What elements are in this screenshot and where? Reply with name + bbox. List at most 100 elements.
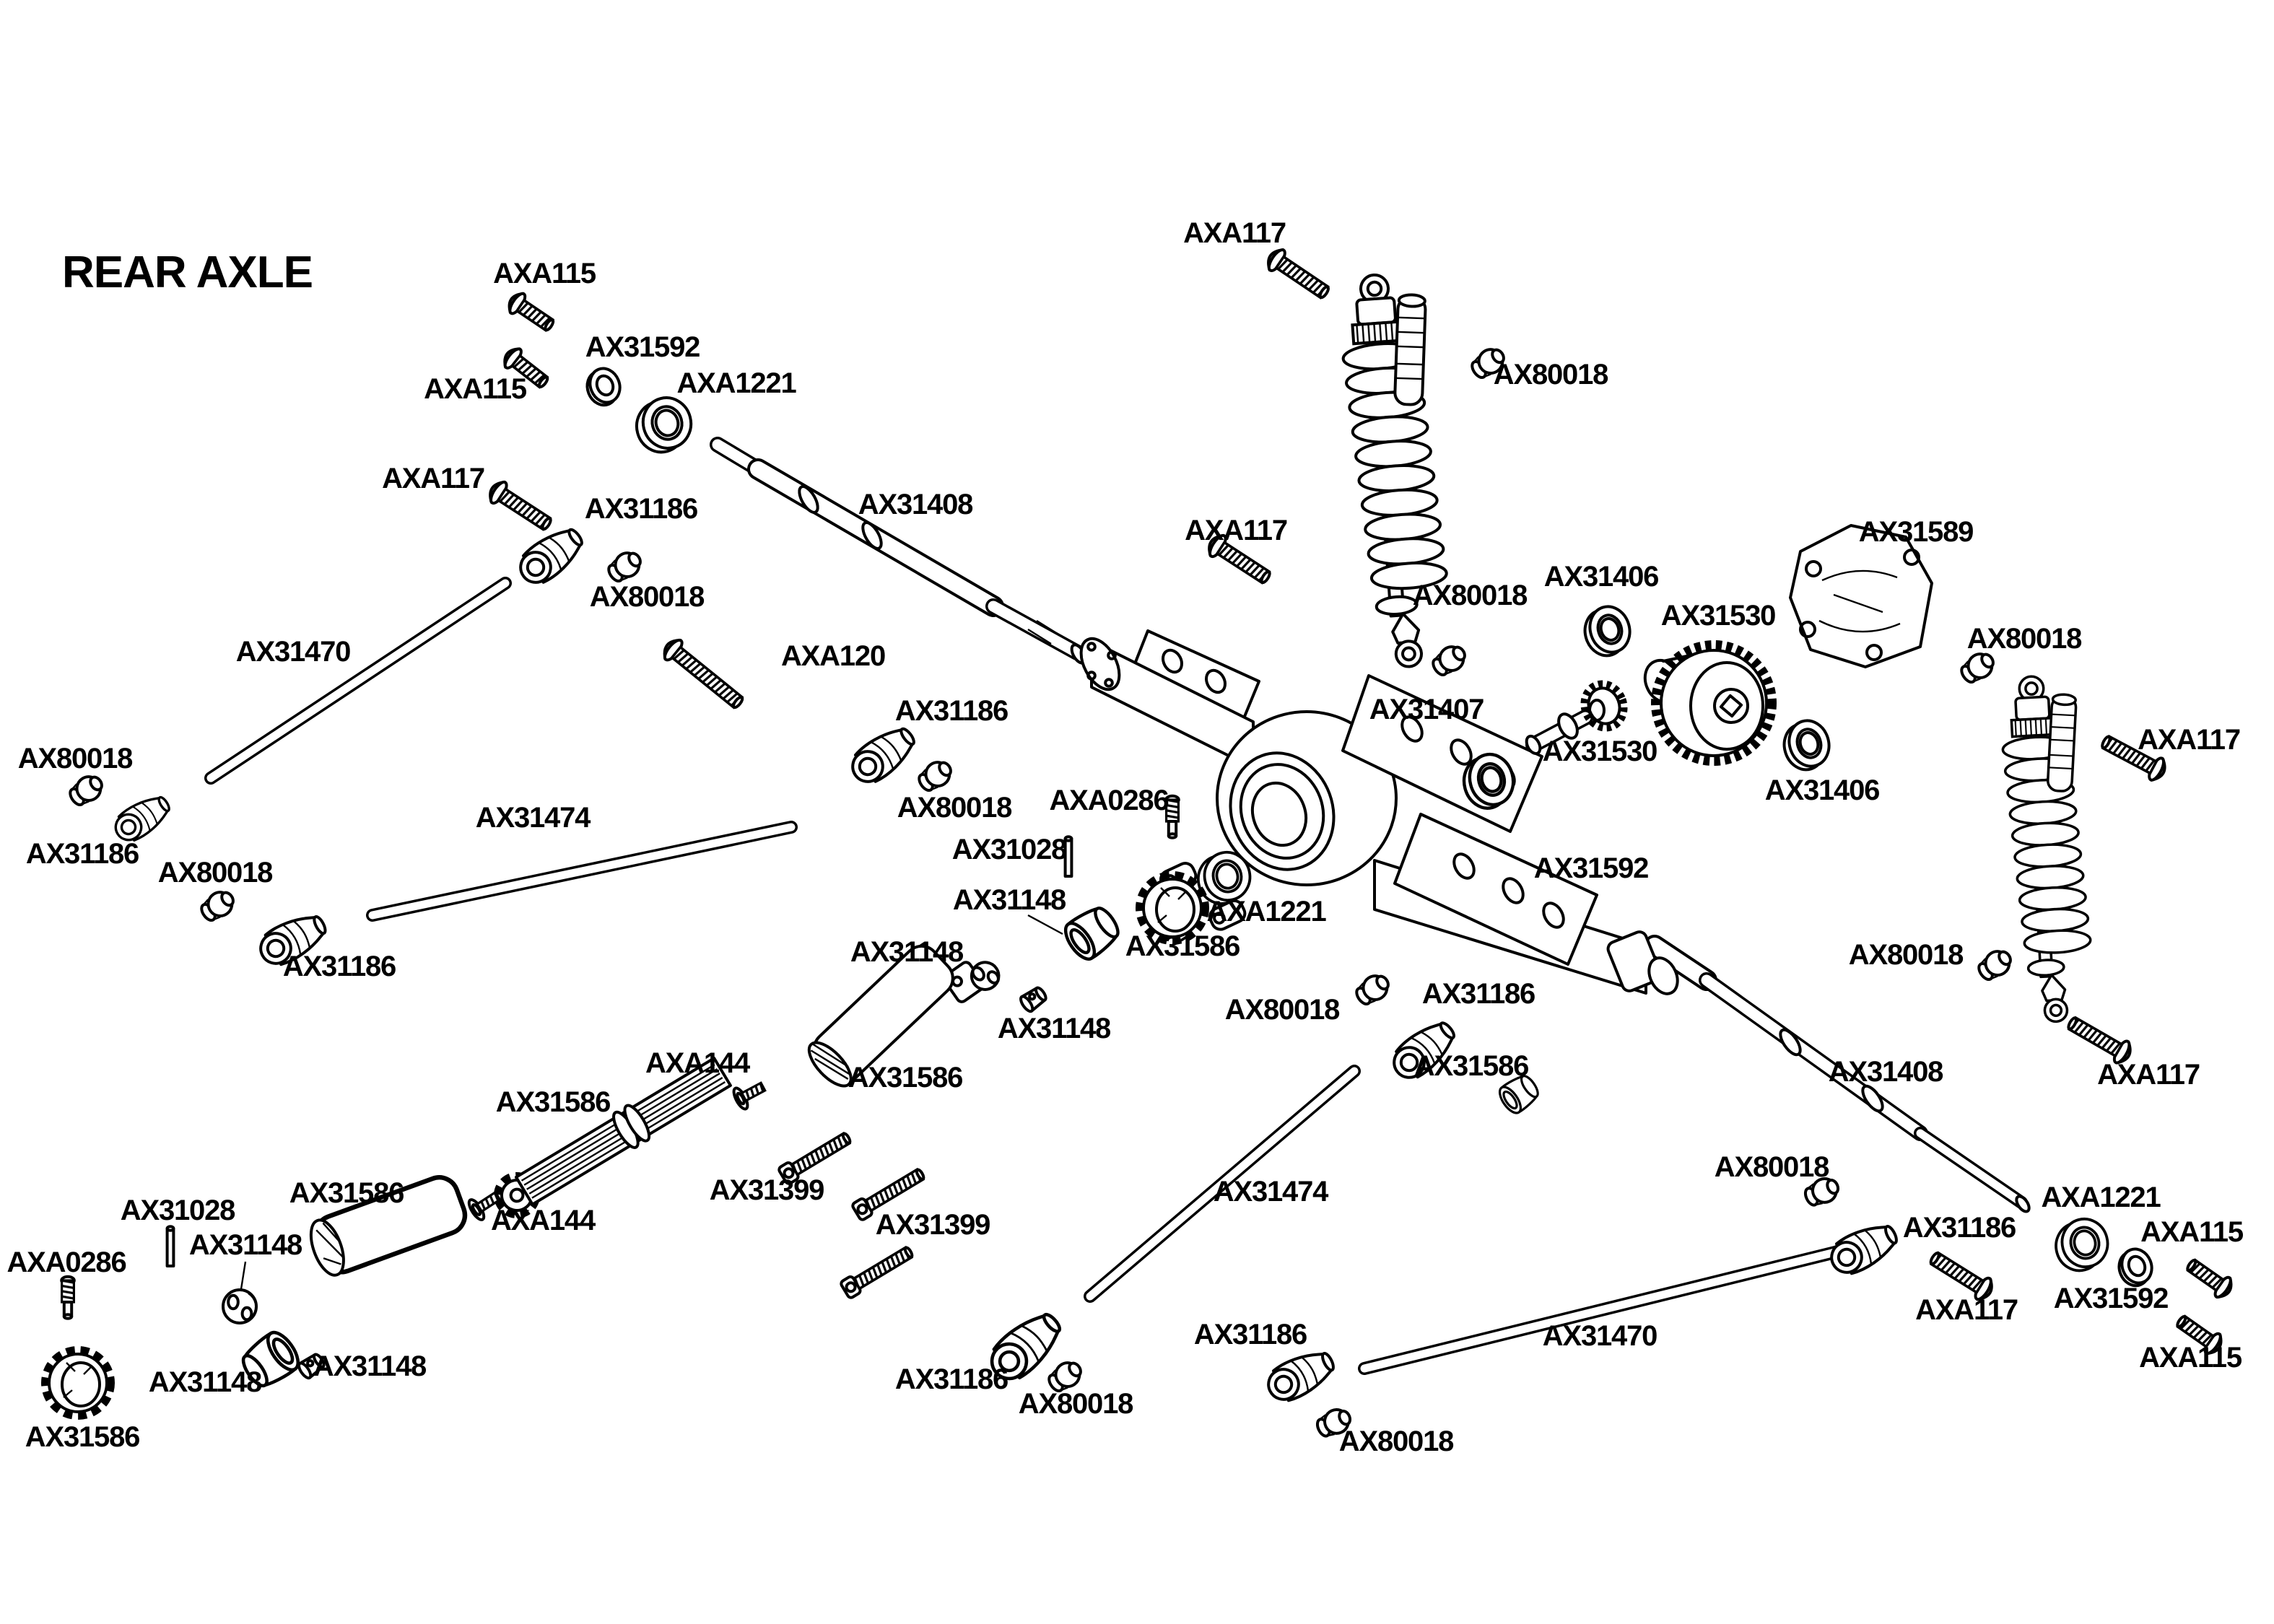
part-label: AX80018	[18, 743, 133, 774]
pin-bottom-left	[165, 1225, 175, 1267]
part-label: AX31474	[476, 802, 591, 834]
part-label: AXA144	[645, 1047, 751, 1079]
part-label: AXA1221	[1206, 896, 1326, 927]
part-label: AX31148	[953, 884, 1066, 916]
part-label: AXA117	[1183, 217, 1286, 249]
part-label: AX80018	[1494, 359, 1608, 390]
part-label: AX31148	[189, 1229, 302, 1261]
rod-end-bottom-mid-2	[1260, 1343, 1341, 1409]
part-label: AX31474	[1214, 1176, 1329, 1208]
upper-link-rod-left	[204, 577, 512, 785]
screw-axa144-1	[731, 1076, 769, 1111]
part-label: AX31399	[710, 1174, 824, 1206]
ring-gear-ax31530	[1643, 640, 1777, 766]
part-label: AXA120	[781, 640, 885, 672]
bearing-axa1221-right	[2049, 1212, 2115, 1278]
part-label: AX31530	[1543, 735, 1657, 767]
screw-axa115-3	[2181, 1252, 2237, 1303]
part-label: AXA115	[2140, 1216, 2244, 1248]
part-label: AX31406	[1765, 774, 1879, 806]
bushing-center	[1017, 983, 1050, 1015]
bearing-ax31406-bottom	[1776, 714, 1837, 777]
part-label: AX80018	[1019, 1388, 1133, 1420]
screw-axa117-top	[1262, 244, 1335, 305]
slider-tube-center	[807, 944, 954, 1088]
part-label: AXA115	[424, 373, 527, 405]
part-label: AX80018	[158, 857, 273, 889]
lower-link-rod-right	[1084, 1065, 1361, 1303]
part-label: AX80018	[897, 792, 1012, 824]
leader-line	[240, 1261, 247, 1290]
part-label: AXA115	[493, 258, 596, 289]
pivot-ball-upper-left	[603, 546, 648, 588]
part-label: AX80018	[590, 581, 705, 613]
screw-ax31399-3	[838, 1241, 918, 1301]
part-label: AX31592	[1534, 852, 1648, 884]
part-label: AX31028	[952, 834, 1067, 865]
screw-axa117-upper-left	[484, 476, 557, 537]
pivot-ball-left-edge	[64, 769, 109, 811]
screw-axa115-1	[503, 288, 559, 338]
bearing-axa1221-left	[629, 390, 699, 459]
page-title: REAR AXLE	[62, 248, 313, 297]
part-label: AXA117	[2138, 724, 2240, 756]
part-label: AX80018	[1715, 1151, 1829, 1183]
part-label: AXA0286	[6, 1247, 126, 1278]
part-label: AX80018	[1849, 939, 1964, 971]
part-label: AX80018	[1225, 994, 1340, 1026]
part-label: AX31586	[25, 1421, 139, 1453]
uj-ball-bottom-left	[222, 1288, 258, 1324]
labels-layer: AXA115AX31592AXA1221AXA115AXA117AX31186A…	[6, 217, 2244, 1457]
part-label: AX31186	[1903, 1212, 2016, 1244]
part-label: AX31186	[1422, 978, 1535, 1010]
part-label: AX31148	[149, 1366, 262, 1398]
pinion-gear-ax31530	[1525, 680, 1628, 756]
shock-absorber-right	[1998, 673, 2096, 1025]
part-label: AX31592	[2054, 1283, 2168, 1314]
pivot-ball-shock-bottom	[1427, 639, 1472, 681]
part-label: AXA117	[382, 463, 484, 494]
part-label: AX31589	[1859, 516, 1973, 548]
driveshaft-right	[1644, 935, 2031, 1213]
part-label: AX31470	[1543, 1320, 1657, 1352]
part-label: AX31586	[496, 1086, 610, 1118]
part-label: AX31148	[850, 936, 964, 968]
part-label: AX80018	[1339, 1426, 1454, 1457]
pivot-ball-center	[913, 755, 958, 797]
part-label: AX31408	[858, 489, 973, 520]
part-label: AXA117	[1915, 1294, 2018, 1326]
leader-line	[1027, 914, 1063, 935]
part-label: AX31586	[848, 1062, 962, 1093]
lockout-tube-bottom-left	[309, 1175, 468, 1277]
part-label: AXA1221	[2041, 1182, 2161, 1213]
rod-end-upper-left	[511, 519, 591, 593]
diff-cover-ax31589	[1789, 524, 1933, 668]
part-label: AX31186	[585, 493, 697, 525]
driveshaft-left	[710, 437, 1087, 665]
part-label: AX31406	[1544, 561, 1658, 593]
lockout-ring-bottom-left	[45, 1350, 111, 1416]
washer-ax31592-left	[580, 362, 627, 411]
drive-cup-center	[1060, 902, 1124, 964]
pivot-ball-right-shock-bottom	[1973, 944, 2018, 986]
rod-end-center	[843, 718, 923, 792]
part-label: AX80018	[1967, 623, 2082, 655]
part-label: AXA117	[1185, 515, 1287, 546]
part-label: AX31408	[1829, 1056, 1943, 1088]
part-label: AX80018	[1413, 580, 1528, 611]
pivot-ball-left-2	[196, 885, 240, 927]
part-label: AX31586	[1414, 1050, 1528, 1082]
part-label: AXA115	[2139, 1342, 2242, 1374]
screw-axa120	[658, 634, 749, 715]
part-label: AX31186	[895, 695, 1008, 727]
part-label: AXA1221	[676, 367, 796, 399]
part-label: AX31186	[895, 1363, 1008, 1395]
part-label: AX31407	[1369, 694, 1484, 725]
upper-link-rod-right	[1358, 1244, 1850, 1375]
lower-link-rod-left	[366, 821, 798, 922]
part-label: AXA117	[2097, 1059, 2200, 1091]
part-label: AX31186	[1194, 1319, 1307, 1350]
splined-shaft	[494, 1057, 732, 1218]
